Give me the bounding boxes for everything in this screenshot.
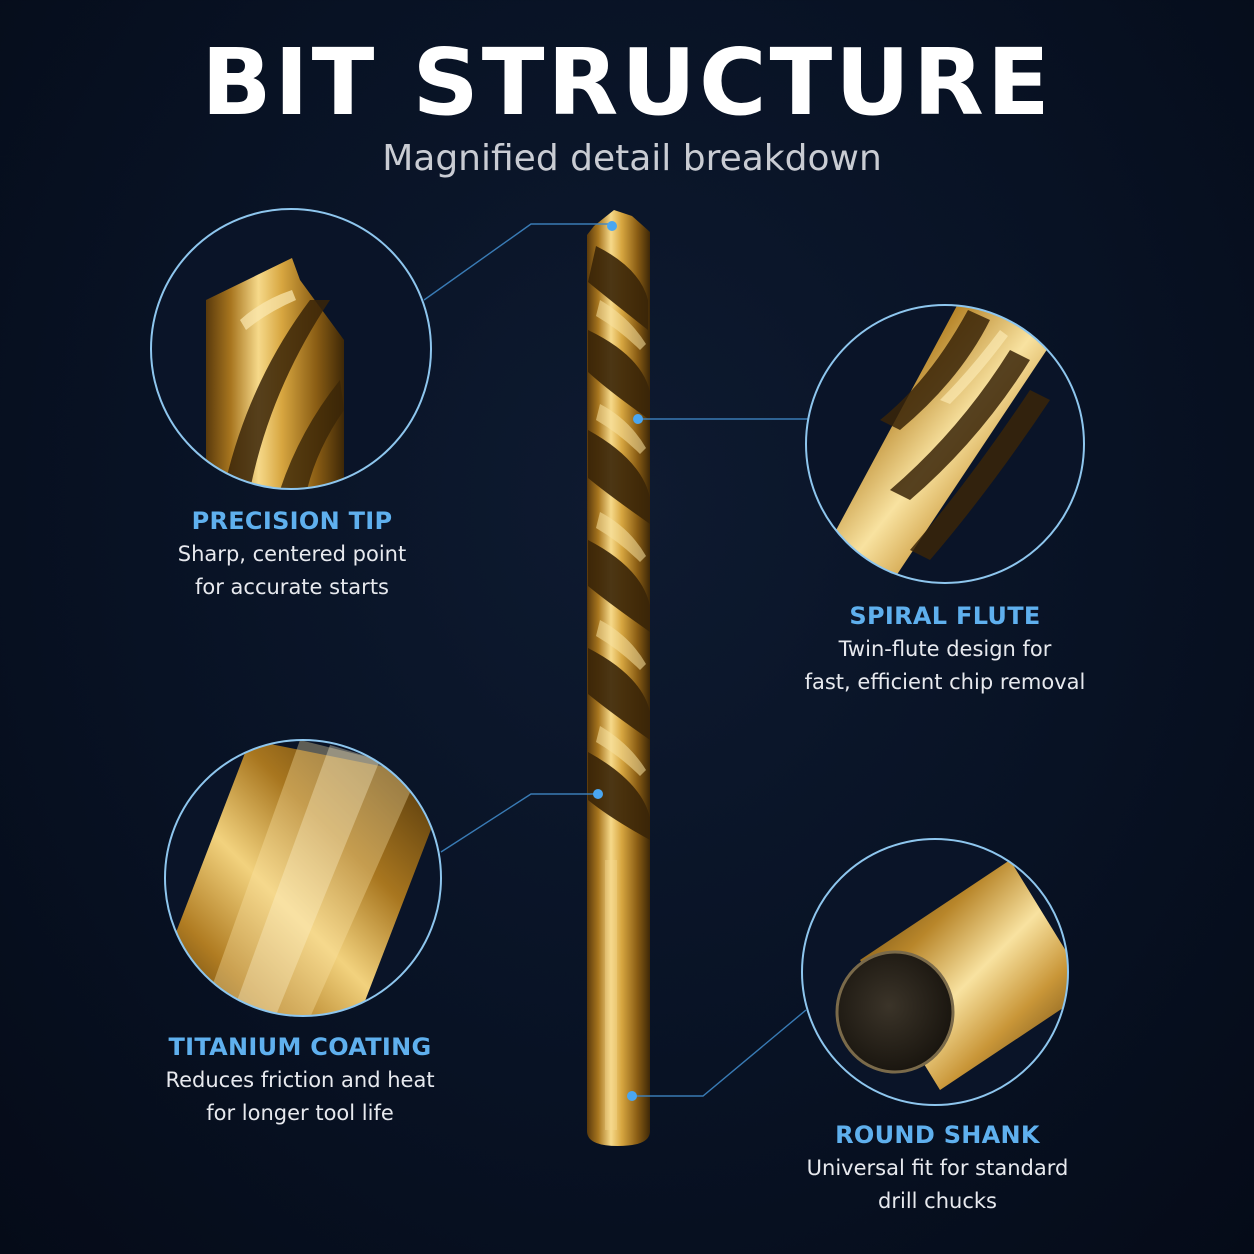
callout-description-line: fast, efficient chip removal xyxy=(804,670,1086,694)
magnifier-spiral-flute xyxy=(805,304,1085,584)
callout-precision-tip: PRECISION TIP Sharp, centered point for … xyxy=(142,505,442,603)
magnifier-round-shank xyxy=(801,838,1069,1106)
drill-flutes xyxy=(588,246,650,840)
callout-description-line: Sharp, centered point xyxy=(177,542,407,566)
connector-dots xyxy=(593,221,643,1101)
callout-description-line: drill chucks xyxy=(878,1189,997,1213)
connector-lines xyxy=(423,223,808,1097)
callout-description-line: for accurate starts xyxy=(194,575,389,599)
callout-heading: ROUND SHANK xyxy=(835,1121,1040,1149)
callout-heading: TITANIUM COATING xyxy=(168,1033,432,1061)
callout-round-shank: ROUND SHANK Universal fit for standard d… xyxy=(775,1119,1100,1217)
callout-description-line: for longer tool life xyxy=(206,1101,394,1125)
callout-description-line: Reduces friction and heat xyxy=(165,1068,435,1092)
callout-heading: SPIRAL FLUTE xyxy=(849,602,1041,630)
callout-description-line: Universal fit for standard xyxy=(806,1156,1069,1180)
drill-bit xyxy=(587,210,650,1146)
callout-description-line: Twin-flute design for xyxy=(838,637,1052,661)
magnifier-precision-tip xyxy=(150,208,432,490)
magnifier-titanium-coating xyxy=(164,739,442,1017)
page-title: BIT STRUCTURE xyxy=(201,29,1053,136)
callout-titanium-coating: TITANIUM COATING Reduces friction and he… xyxy=(140,1031,460,1129)
callout-spiral-flute: SPIRAL FLUTE Twin-flute design for fast,… xyxy=(780,600,1110,698)
callout-heading: PRECISION TIP xyxy=(191,507,393,535)
page-subtitle: Magnified detail breakdown xyxy=(382,138,882,179)
